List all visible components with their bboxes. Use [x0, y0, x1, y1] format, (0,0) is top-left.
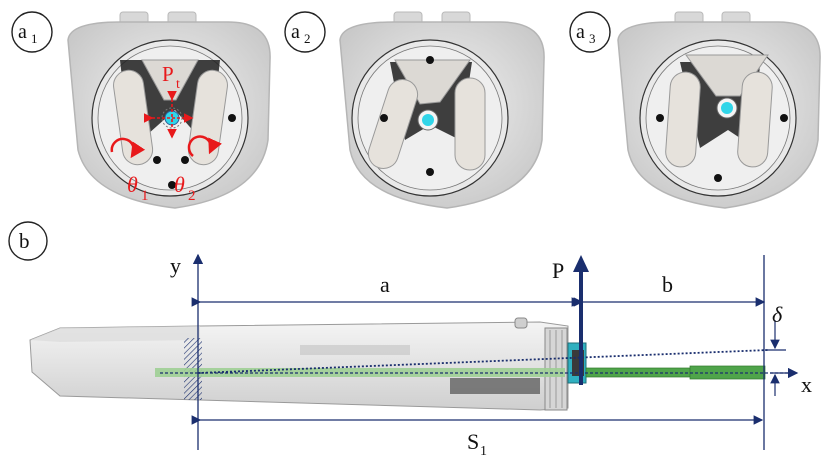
- tip-marker-a3: [716, 97, 738, 119]
- pt-label: P: [162, 62, 174, 86]
- dimension-a-label: a: [380, 272, 390, 297]
- panel-b: b y: [8, 221, 812, 459]
- svg-text:1: 1: [31, 31, 38, 46]
- panel-label-a1: a 1: [11, 11, 53, 53]
- delta-label: δ: [772, 302, 783, 327]
- s1-subscript: 1: [480, 444, 487, 459]
- rotation-arrow-right: [187, 135, 222, 157]
- hole-a1-4: [228, 114, 236, 122]
- hole-a3-2: [780, 114, 788, 122]
- svg-text:a: a: [291, 21, 300, 43]
- y-axis-label: y: [170, 253, 181, 278]
- finger-left-a2: [367, 79, 419, 169]
- theta2-subscript: 2: [188, 188, 196, 204]
- hole-a1-1: [153, 156, 161, 164]
- instrument-body: [29, 317, 569, 411]
- deflection-line: [197, 349, 769, 374]
- panel-label-a3: a 3: [569, 11, 611, 53]
- svg-text:3: 3: [589, 31, 596, 46]
- rotation-arrow-left: [110, 137, 146, 159]
- finger-left-a3: [665, 71, 701, 168]
- tip-mechanism: [567, 342, 587, 384]
- hole-a3-1: [656, 114, 664, 122]
- panel-a3: a 3: [569, 11, 821, 209]
- hole-a2-1: [380, 114, 388, 122]
- svg-text:2: 2: [304, 31, 311, 46]
- panel-a2: a 2: [284, 11, 545, 209]
- housing-a2: [339, 11, 545, 209]
- theta1-subscript: 1: [141, 188, 149, 204]
- pt-subscript: t: [176, 77, 180, 92]
- force-arrow-p: [573, 255, 589, 385]
- panel-label-a2: a 2: [284, 11, 326, 53]
- svg-text:a: a: [18, 21, 27, 43]
- hole-a2-2: [426, 168, 434, 176]
- x-axis-label: x: [801, 372, 812, 397]
- delta-indicator: [765, 320, 786, 396]
- panel-label-b: b: [8, 221, 48, 261]
- panel-a1: P t θ 1 θ 2 a 1: [11, 11, 271, 209]
- theta2-label: θ: [174, 172, 185, 197]
- hole-a2-3: [426, 56, 434, 64]
- dimension-b: [573, 255, 766, 450]
- housing-a1: [67, 11, 271, 209]
- svg-text:a: a: [576, 21, 585, 43]
- tip-marker-a1: [144, 91, 194, 139]
- s1-label: S: [467, 429, 479, 454]
- dimension-b-label: b: [662, 272, 673, 297]
- hole-a3-3: [714, 174, 722, 182]
- hole-a1-3: [168, 181, 176, 189]
- force-p-label: P: [552, 258, 564, 283]
- finger-right-a2: [454, 77, 486, 171]
- tip-marker-a2: [417, 109, 439, 131]
- theta1-label: θ: [127, 172, 138, 197]
- svg-text:b: b: [19, 229, 30, 253]
- hole-a1-2: [181, 156, 189, 164]
- finger-right-a3: [737, 71, 773, 168]
